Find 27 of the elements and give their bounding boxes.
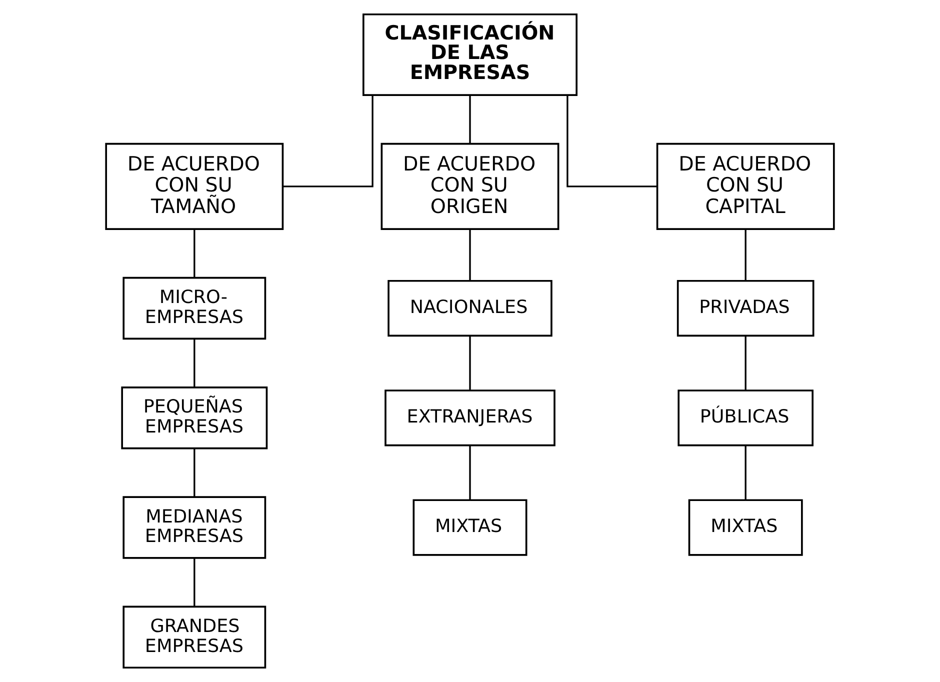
connector [469, 230, 471, 281]
connector [566, 96, 658, 188]
node-box: MIXTAS [688, 499, 803, 556]
node-box: PEQUEÑAS EMPRESAS [121, 386, 268, 450]
connector [194, 448, 196, 497]
node-box: MIXTAS [412, 499, 528, 556]
node-box: DE ACUERDO CON SU TAMAÑO [105, 142, 284, 230]
connector [194, 230, 196, 278]
node-box: DE ACUERDO CON SU ORIGEN [380, 142, 560, 230]
node-box: DE ACUERDO CON SU CAPITAL [656, 142, 835, 230]
node-box: PÚBLICAS [678, 390, 814, 446]
connector [744, 446, 746, 500]
node-box: MICRO- EMPRESAS [122, 276, 266, 340]
connector [744, 336, 746, 390]
node-box: EXTRANJERAS [384, 390, 556, 446]
connector [282, 96, 374, 188]
connector [194, 558, 196, 606]
node-box: MEDIANAS EMPRESAS [122, 496, 266, 559]
connector [469, 96, 471, 144]
node-box: GRANDES EMPRESAS [122, 606, 266, 669]
connector [194, 338, 196, 388]
connector [469, 336, 471, 390]
node-box: PRIVADAS [676, 280, 814, 337]
node-box: NACIONALES [388, 280, 552, 337]
connector [469, 446, 471, 500]
connector [744, 230, 746, 281]
node-box: CLASIFICACIÓN DE LAS EMPRESAS [362, 13, 578, 96]
